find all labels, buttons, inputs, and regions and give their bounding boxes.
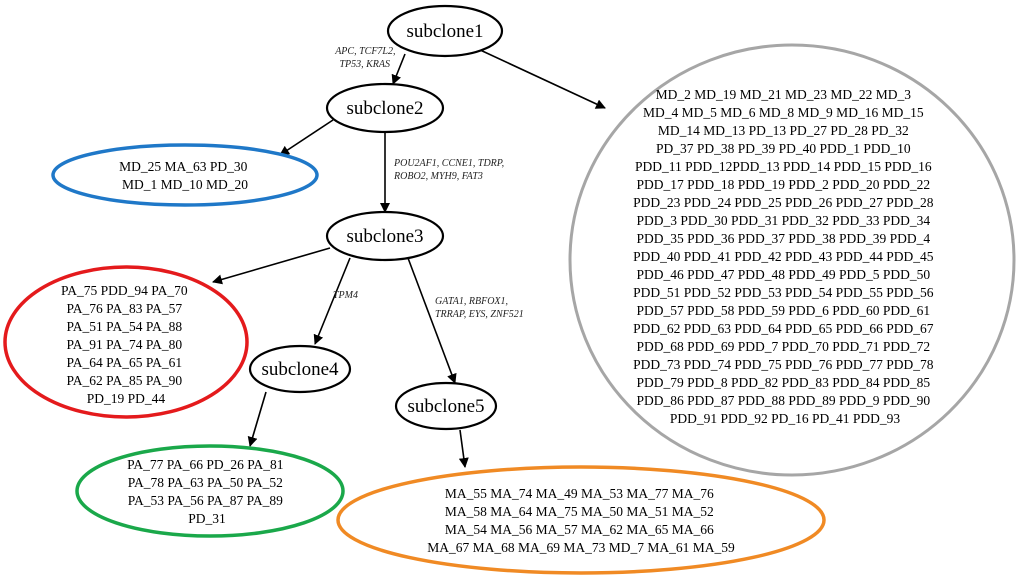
green-group-line: PA_53 PA_56 PA_87 PA_89 [128,493,283,508]
blue-group-line: MD_25 MA_63 PD_30 [119,159,248,174]
gray-group-line: PDD_51 PDD_52 PDD_53 PDD_54 PDD_55 PDD_5… [633,285,934,300]
subclone5-node: subclone5 [394,381,498,431]
edge-subclone3-to-subclone5 [407,257,457,384]
edges [212,48,606,468]
subclone-nodes: subclone1 subclone2 subclone3 subclone4 … [248,4,504,431]
gray-group-line: PDD_35 PDD_36 PDD_37 PDD_38 PDD_39 PDD_4 [636,231,930,246]
gray-group-line: PDD_57 PDD_58 PDD_59 PDD_6 PDD_60 PDD_61 [636,303,930,318]
orange-group-samples: MA_55 MA_74 MA_49 MA_53 MA_77 MA_76 MA_5… [427,486,735,555]
edge-label-line: TP53, KRAS [339,59,390,70]
subclone4-node: subclone4 [248,344,352,394]
edge-label-subclone3-subclone4: TPM4 [333,290,358,301]
green-group-line: PA_77 PA_66 PD_26 PA_81 [127,457,283,472]
orange-group-line: MA_54 MA_56 MA_57 MA_62 MA_65 MA_66 [445,522,714,537]
gray-group-samples: MD_2 MD_19 MD_21 MD_23 MD_22 MD_3 MD_4 M… [633,87,937,426]
red-group-line: PD_19 PD_44 [87,391,166,406]
orange-group-line: MA_67 MA_68 MA_69 MA_73 MD_7 MA_61 MA_59 [427,540,735,555]
red-sample-group: PA_75 PDD_94 PA_70 PA_76 PA_83 PA_57 PA_… [3,265,249,419]
gray-group-line: MD_2 MD_19 MD_21 MD_23 MD_22 MD_3 [656,87,912,102]
green-group-line: PD_31 [188,511,226,526]
gray-group-line: PDD_73 PDD_74 PDD_75 PDD_76 PDD_77 PDD_7… [633,357,934,372]
gray-group-line: PDD_46 PDD_47 PDD_48 PDD_49 PDD_5 PDD_50 [636,267,930,282]
orange-group-line: MA_55 MA_74 MA_49 MA_53 MA_77 MA_76 [445,486,714,501]
edge-label-subclone3-subclone5: GATA1, RBFOX1, TRRAP, EYS, ZNF521 [435,296,524,320]
red-group-line: PA_64 PA_65 PA_61 [67,355,183,370]
subclone1-node: subclone1 [386,4,504,58]
gray-group-line: PD_37 PD_38 PD_39 PD_40 PDD_1 PDD_10 [656,141,911,156]
edge-label-line: TRRAP, EYS, ZNF521 [435,309,524,320]
gray-group-line: PDD_86 PDD_87 PDD_88 PDD_89 PDD_9 PDD_90 [636,393,930,408]
edge-label-subclone1-subclone2: APC, TCF7L2, TP53, KRAS [334,46,398,70]
gray-group-line: MD_14 MD_13 PD_13 PD_27 PD_28 PD_32 [658,123,909,138]
red-group-samples: PA_75 PDD_94 PA_70 PA_76 PA_83 PA_57 PA_… [61,283,191,406]
gray-group-line: PDD_23 PDD_24 PDD_25 PDD_26 PDD_27 PDD_2… [633,195,934,210]
edge-label-line: TPM4 [333,290,358,301]
orange-sample-group: MA_55 MA_74 MA_49 MA_53 MA_77 MA_76 MA_5… [336,465,826,575]
subclone2-outline [325,82,445,134]
sample-groups: MD_25 MA_63 PD_30 MD_1 MD_10 MD_20 PA_75… [3,43,1016,575]
subclone2-label: subclone2 [346,98,423,119]
red-group-line: PA_91 PA_74 PA_80 [67,337,183,352]
gray-group-line: PDD_62 PDD_63 PDD_64 PDD_65 PDD_66 PDD_6… [633,321,934,336]
gray-group-outline [568,43,1016,477]
edge-subclone5-to-orange-group [458,429,469,468]
orange-group-outline [336,465,826,575]
edge-label-line: GATA1, RBFOX1, [435,296,508,307]
subclone3-outline [325,210,445,262]
green-group-outline [75,444,345,538]
subclone5-outline [394,381,498,431]
edge-label-line: APC, TCF7L2, [334,46,395,57]
red-group-line: PA_62 PA_85 PA_90 [67,373,183,388]
blue-sample-group: MD_25 MA_63 PD_30 MD_1 MD_10 MD_20 [51,143,319,207]
subclone3-node: subclone3 [325,210,445,262]
subclone4-label: subclone4 [261,359,339,380]
blue-group-outline [51,143,319,207]
red-group-outline [3,265,249,419]
red-group-line: PA_51 PA_54 PA_88 [67,319,183,334]
blue-group-samples: MD_25 MA_63 PD_30 MD_1 MD_10 MD_20 [119,159,251,192]
edge-subclone3-to-subclone4 [313,257,351,345]
edge-subclone2-to-blue-group [279,119,334,156]
green-group-line: PA_78 PA_63 PA_50 PA_52 [128,475,283,490]
edge-labels: APC, TCF7L2, TP53, KRAS POU2AF1, CCNE1, … [333,46,524,320]
gray-group-line: PDD_91 PDD_92 PD_16 PD_41 PDD_93 [670,411,901,426]
subclone4-outline [248,344,352,394]
gray-group-line: PDD_11 PDD_12PDD_13 PDD_14 PDD_15 PDD_16 [635,159,932,174]
gray-group-line: MD_4 MD_5 MD_6 MD_8 MD_9 MD_16 MD_15 [643,105,924,120]
subclone5-label: subclone5 [407,396,484,417]
gray-group-line: PDD_17 PDD_18 PDD_19 PDD_2 PDD_20 PDD_22 [636,177,930,192]
subclone1-outline [386,4,504,58]
edge-subclone4-to-green-group [247,391,267,447]
gray-group-line: PDD_68 PDD_69 PDD_7 PDD_70 PDD_71 PDD_72 [636,339,930,354]
subclone3-label: subclone3 [346,226,423,247]
green-sample-group: PA_77 PA_66 PD_26 PA_81 PA_78 PA_63 PA_5… [75,444,345,538]
subclone1-label: subclone1 [406,21,483,42]
edge-subclone3-to-red-group [212,247,331,285]
gray-group-line: PDD_3 PDD_30 PDD_31 PDD_32 PDD_33 PDD_34 [636,213,930,228]
edge-subclone1-to-gray-group [477,48,606,109]
orange-group-line: MA_58 MA_64 MA_75 MA_50 MA_51 MA_52 [445,504,714,519]
edge-label-line: ROBO2, MYH9, FAT3 [393,171,483,182]
blue-group-line: MD_1 MD_10 MD_20 [122,177,248,192]
red-group-line: PA_75 PDD_94 PA_70 [61,283,188,298]
subclone2-node: subclone2 [325,82,445,134]
gray-group-line: PDD_40 PDD_41 PDD_42 PDD_43 PDD_44 PDD_4… [633,249,934,264]
gray-sample-group: MD_2 MD_19 MD_21 MD_23 MD_22 MD_3 MD_4 M… [568,43,1016,477]
edge-label-line: POU2AF1, CCNE1, TDRP, [393,158,504,169]
edge-label-subclone2-subclone3: POU2AF1, CCNE1, TDRP, ROBO2, MYH9, FAT3 [393,158,507,182]
red-group-line: PA_76 PA_83 PA_57 [67,301,183,316]
gray-group-line: PDD_79 PDD_8 PDD_82 PDD_83 PDD_84 PDD_85 [636,375,930,390]
green-group-samples: PA_77 PA_66 PD_26 PA_81 PA_78 PA_63 PA_5… [127,457,287,526]
edge-subclone1-to-subclone2 [391,53,406,85]
